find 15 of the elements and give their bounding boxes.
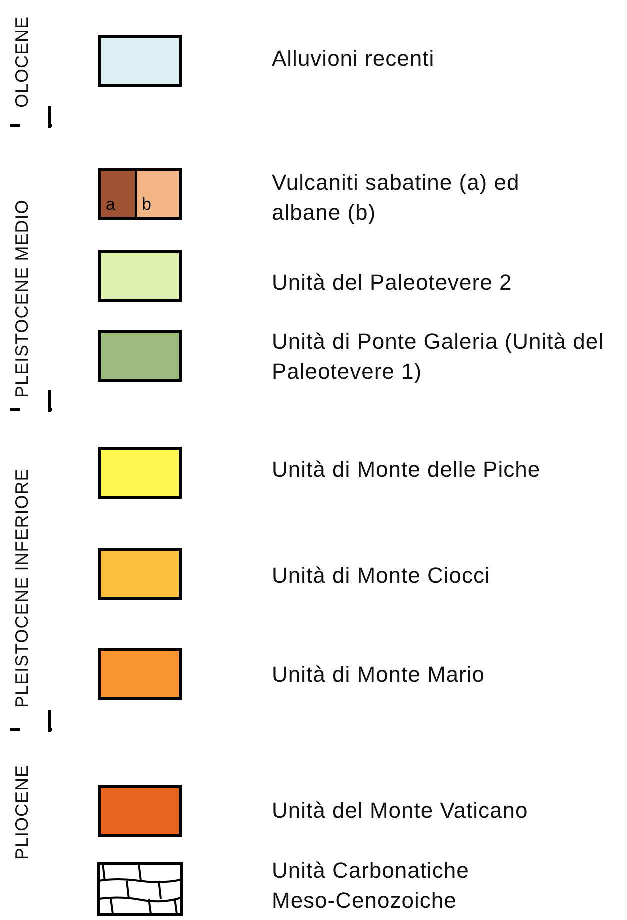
swatch-letter: a: [106, 195, 116, 215]
legend-label: Alluvioni recenti: [272, 45, 435, 73]
legend-label: Unità di Monte Mario: [272, 661, 485, 689]
legend-label: Unità di Monte Ciocci: [272, 562, 490, 590]
legend-label: Vulcaniti sabatine (a) ed albane (b): [272, 169, 521, 227]
epoch-label: PLIOCENE: [12, 764, 33, 860]
swatch-letter: b: [142, 195, 152, 215]
legend-label: Unità di Ponte Galeria (Unità del Paleotevere 1): [272, 328, 605, 386]
epoch-label: PLEISTOCENE INFERIORE: [12, 468, 33, 708]
legend-label: Unità Carbonatiche Meso-Cenozoiche: [272, 857, 470, 915]
epoch-label: OLOCENE: [12, 16, 33, 108]
epoch-label: PLEISTOCENE MEDIO: [12, 200, 33, 398]
legend-label: Unità del Monte Vaticano: [272, 797, 528, 825]
legend-label: Unità del Paleotevere 2: [272, 269, 512, 297]
legend-label: Unità di Monte delle Piche: [272, 456, 541, 484]
